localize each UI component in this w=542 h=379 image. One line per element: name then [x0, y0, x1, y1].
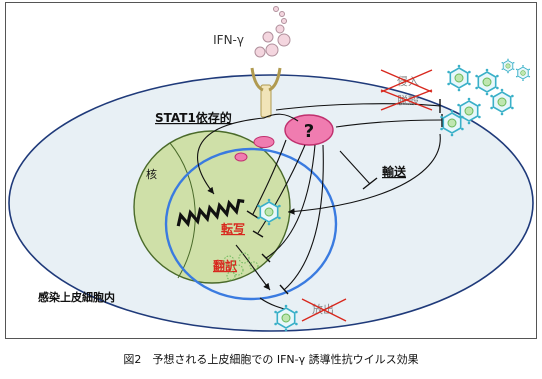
- virus-icon: [501, 58, 515, 74]
- nucleus: [133, 130, 291, 284]
- stat1-blob-nuclear: [234, 152, 248, 162]
- virus-icon: [515, 64, 531, 82]
- transcription-label: 転写: [221, 221, 245, 236]
- ligand-label: IFN-γ: [213, 33, 244, 47]
- virus-icon: [489, 87, 515, 117]
- nucleus-label: 核: [146, 167, 157, 181]
- virus-icon: [474, 67, 500, 97]
- unknown-factor-label: ?: [304, 121, 314, 142]
- transport-label: 輸送: [382, 164, 407, 179]
- entry-step: 侵入: [380, 69, 433, 93]
- nuclear-envelope-line: [169, 142, 196, 279]
- translation-label: 翻訳: [213, 258, 238, 273]
- receptor-icon: [250, 67, 282, 118]
- signal-arrows: [197, 103, 443, 312]
- uncoating-step: 脱殻: [380, 89, 433, 111]
- figure-caption: 図2 予想される上皮細胞での IFN-γ 誘導性抗ウイルス効果: [123, 353, 419, 366]
- transport-inhibition: [339, 150, 378, 190]
- virus-icon: [446, 63, 472, 93]
- er-ring: [164, 147, 338, 301]
- dna-zigzag: [176, 198, 245, 228]
- unknown-factor: [284, 114, 334, 146]
- ifn-gamma-ligand-icon: [254, 6, 291, 58]
- infected-cell-label: 感染上皮細胞内: [38, 290, 115, 304]
- release-step: 放出: [301, 298, 347, 322]
- pathway-label: STAT1依存的: [155, 110, 232, 125]
- viral-protein-icons: [223, 252, 259, 281]
- inhibition-bars: [246, 99, 443, 295]
- stat1-blob: [253, 136, 275, 148]
